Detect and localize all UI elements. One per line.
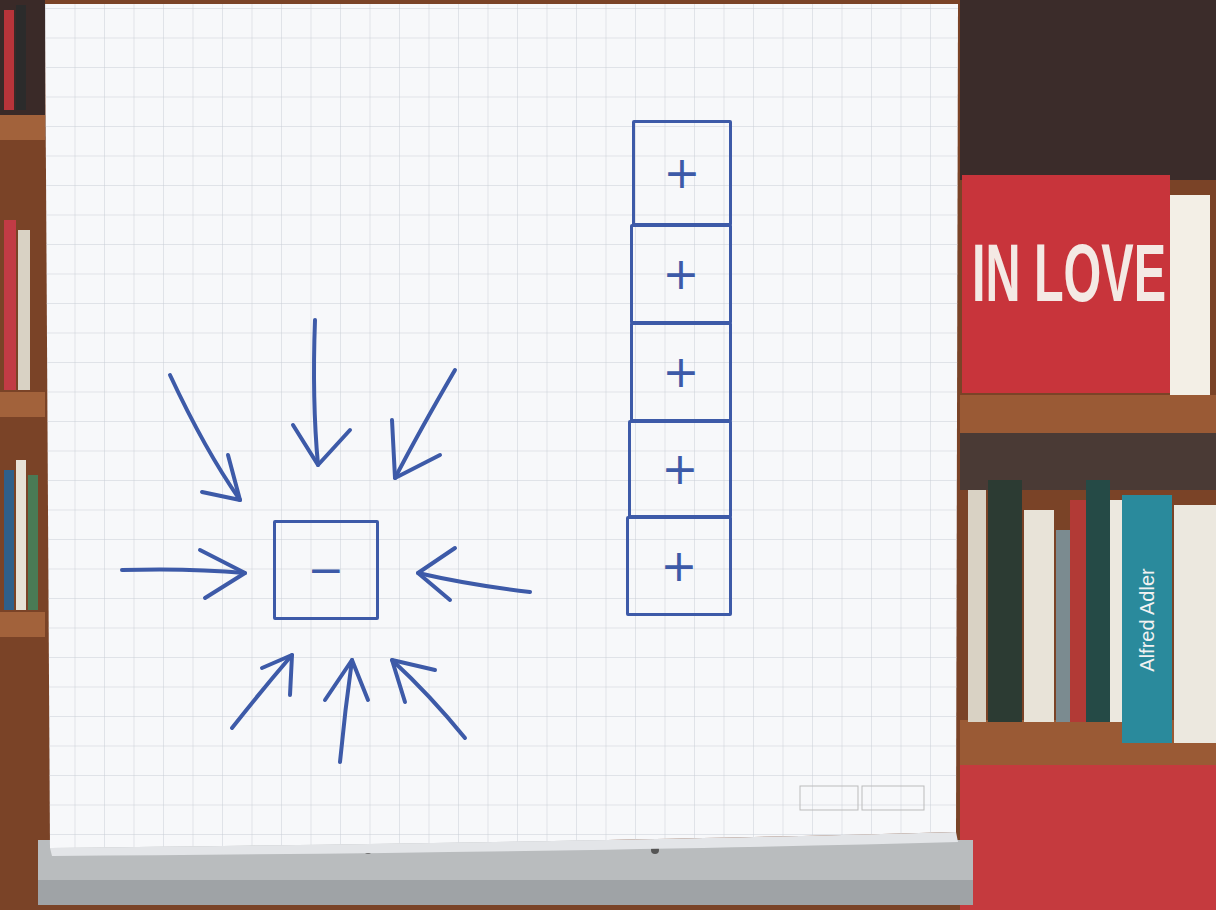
sign-symbol: + bbox=[663, 350, 700, 394]
sign-symbol: + bbox=[661, 544, 698, 588]
plus-box: + bbox=[630, 322, 732, 422]
sign-symbol: + bbox=[664, 151, 701, 195]
plus-box: + bbox=[632, 120, 732, 226]
sign-symbol: − bbox=[308, 548, 345, 592]
sign-symbol: + bbox=[662, 447, 699, 491]
minus-box: − bbox=[273, 520, 379, 620]
box-title: IN LOVE bbox=[972, 232, 1166, 314]
sign-symbol: + bbox=[663, 252, 700, 296]
plus-box: + bbox=[630, 224, 732, 324]
plus-box: + bbox=[626, 516, 732, 616]
book-spine-title: Alfred Adler bbox=[1137, 568, 1157, 671]
plus-box: + bbox=[628, 420, 732, 518]
